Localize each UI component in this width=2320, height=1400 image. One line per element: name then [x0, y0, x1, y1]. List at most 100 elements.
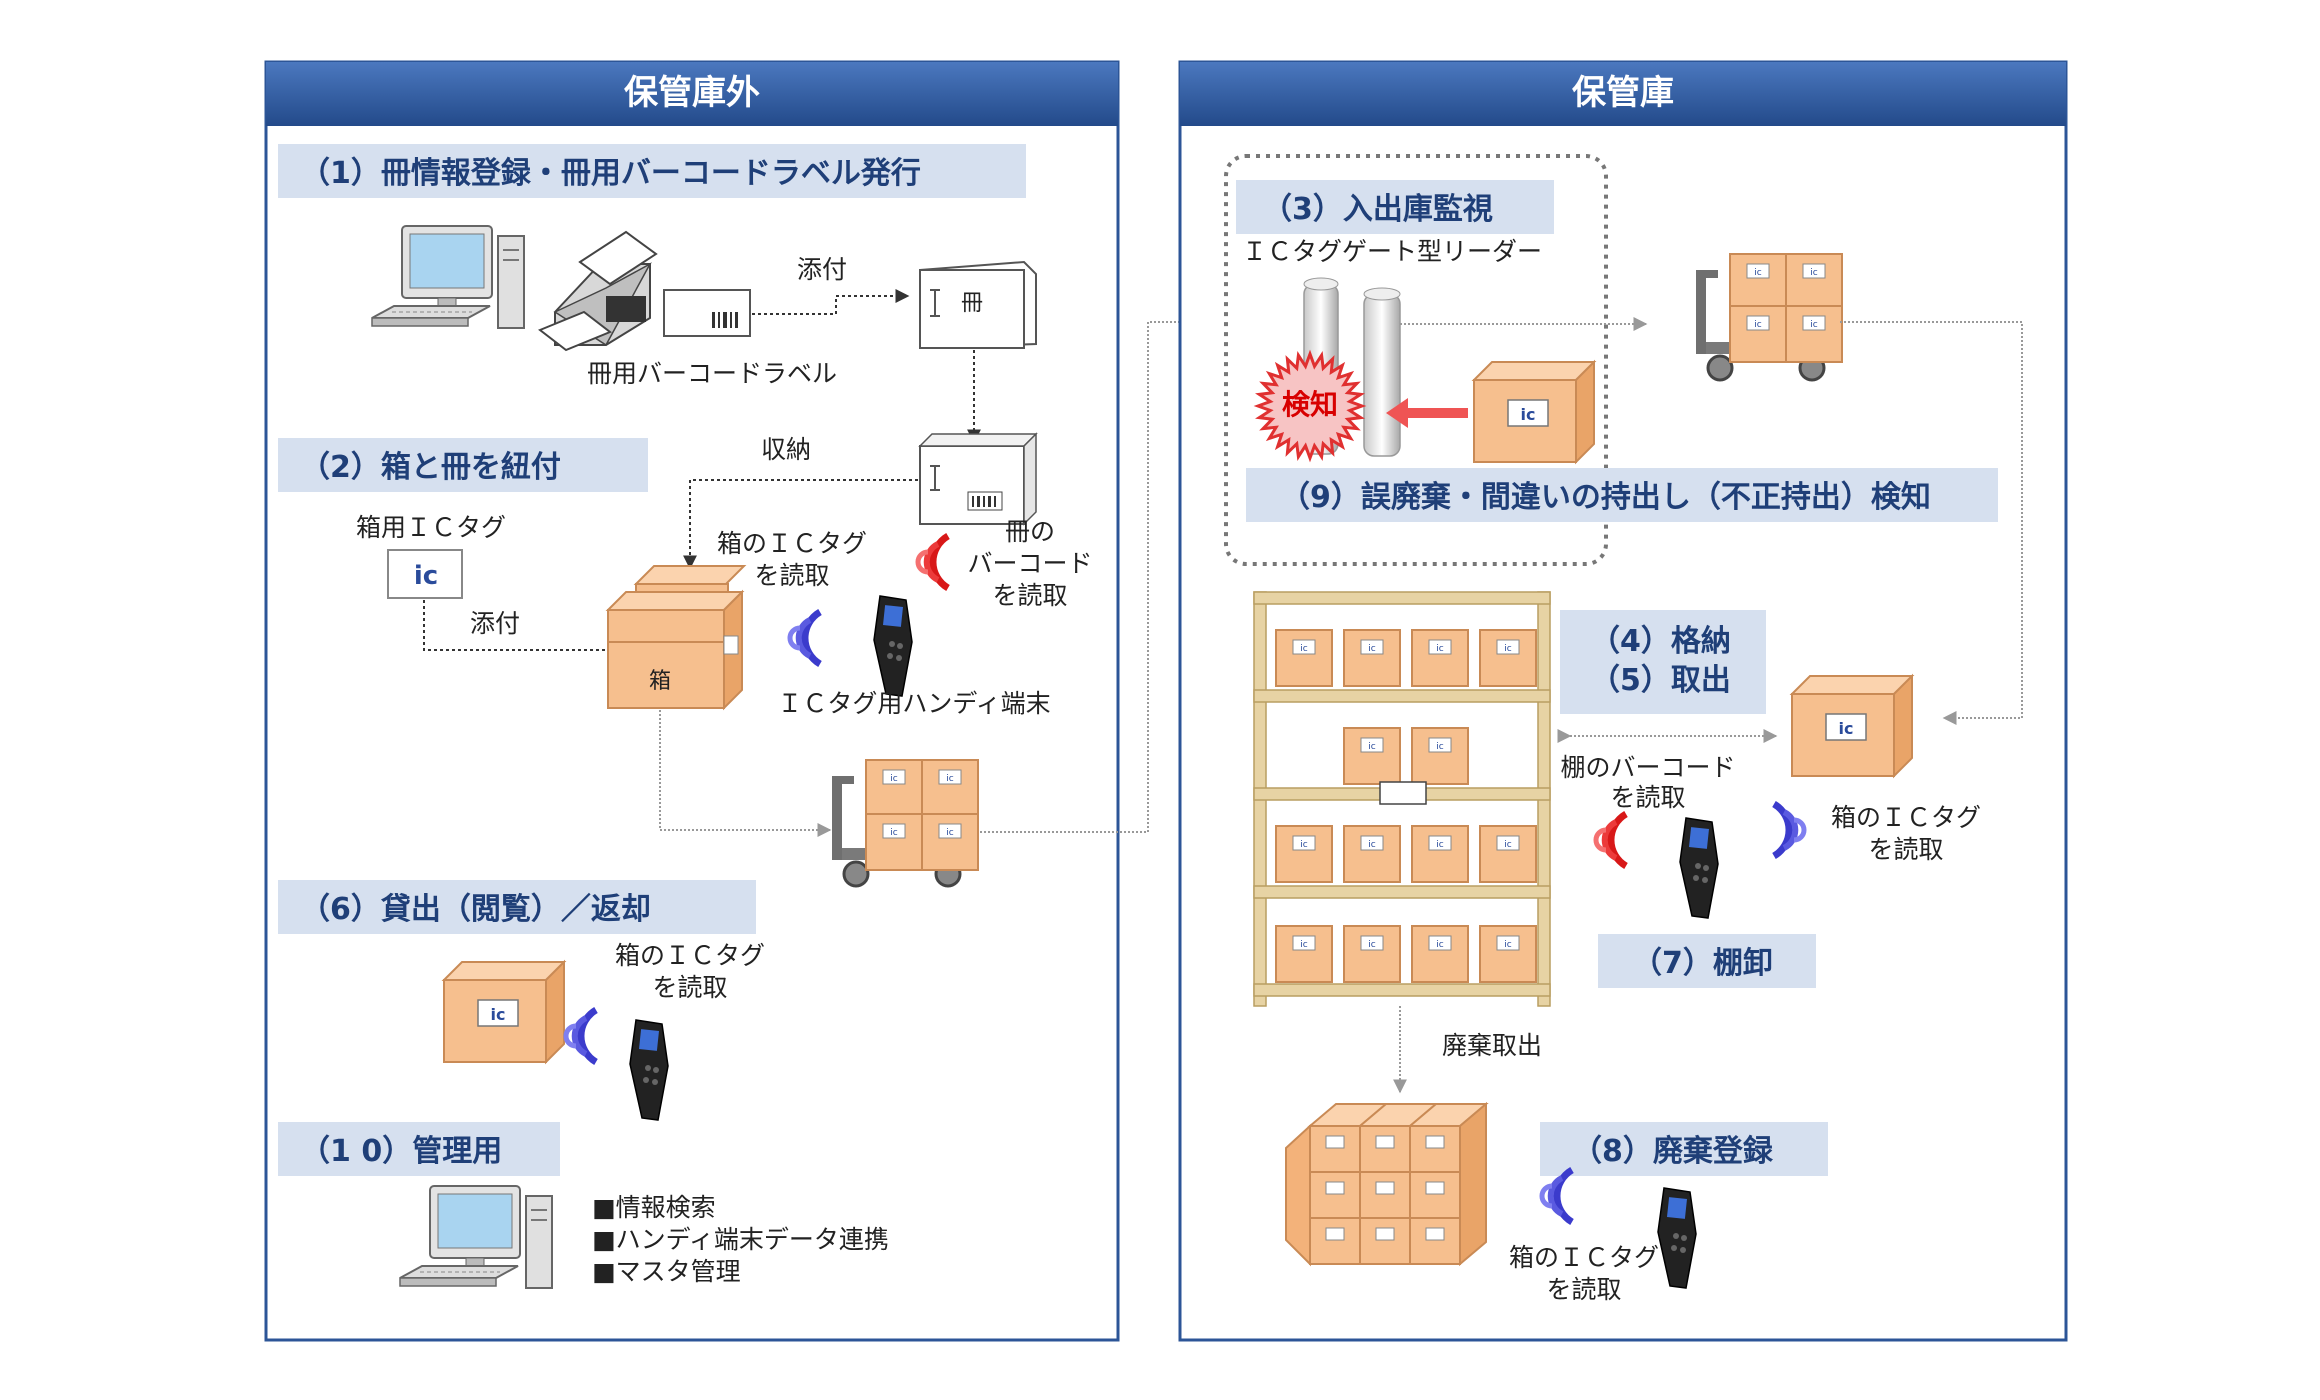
- read8-a: 箱のＩＣタグ: [1509, 1243, 1659, 1272]
- section-1-title: （1）冊情報登録・冊用バーコードラベル発行: [300, 156, 921, 191]
- bullet-2: ■ハンディ端末データ連携: [592, 1225, 889, 1254]
- pile-box-tag: [1325, 1181, 1345, 1195]
- box-icon-gate: [1473, 361, 1595, 463]
- panel-outside-title: 保管庫外: [624, 73, 760, 113]
- cart-to-box-arrow: [1840, 321, 2023, 725]
- book-bc-b: バーコード: [967, 549, 1092, 578]
- pile-left: [1285, 1123, 1311, 1267]
- section-3-title: （3）入出庫監視: [1262, 192, 1493, 227]
- section-2-title: （2）箱と冊を紐付: [300, 450, 561, 485]
- pile-box-tag: [1375, 1181, 1395, 1195]
- ic-tag-mark: ic: [414, 561, 438, 591]
- pile-box-tag: [1425, 1227, 1445, 1241]
- shelf-box: [1411, 925, 1469, 983]
- shelf-box: [1275, 925, 1333, 983]
- read-right-b: を読取: [1868, 835, 1943, 864]
- shelf-icon: [1253, 591, 1551, 1007]
- shelf-box: [1479, 629, 1537, 687]
- disposal-box-pile-icon: [1285, 1101, 1489, 1267]
- shelf-box: [1411, 629, 1469, 687]
- section-9-title: （9）誤廃棄・間違いの持出し（不正持出）検知: [1280, 480, 1931, 515]
- barcode-label-icon: [663, 289, 751, 337]
- shelf-box: [1343, 825, 1401, 883]
- shelf-barcode-icon: [1379, 781, 1427, 805]
- pile-box: [1409, 1217, 1461, 1265]
- storage-label: 収納: [761, 435, 811, 464]
- attach-top-label: 添付: [797, 255, 847, 284]
- pile-box-tag: [1425, 1135, 1445, 1149]
- pile-box-tag: [1425, 1181, 1445, 1195]
- read6-a: 箱のＩＣタグ: [615, 941, 765, 970]
- detect-arrow: [1386, 398, 1468, 428]
- panel-outside-header: [266, 62, 1118, 126]
- book-icon: 冊: [919, 260, 1037, 350]
- pile-box: [1359, 1217, 1411, 1265]
- shelf-box: [1411, 727, 1469, 785]
- gate-reader-label: ＩＣタグゲート型リーダー: [1242, 237, 1542, 266]
- shelf-box: [1275, 825, 1333, 883]
- detect-label: 検知: [1282, 388, 1338, 421]
- shelf-box: [1479, 925, 1537, 983]
- section-3-bg: [1236, 180, 1554, 234]
- book-barcode-icon: [918, 432, 1038, 526]
- section-10-title: （1 0）管理用: [300, 1134, 502, 1169]
- section-9-bg: [1246, 468, 1998, 522]
- section-7-bg: [1598, 934, 1816, 988]
- pile-box-tag: [1325, 1227, 1345, 1241]
- ic-tag-icon: ic: [387, 549, 463, 599]
- shelf-box: [1411, 825, 1469, 883]
- read-box-ic-b: を読取: [754, 561, 829, 590]
- section-5-title: （5）取出: [1590, 663, 1731, 698]
- read6-b: を読取: [652, 973, 727, 1002]
- shelf-bc-b: を読取: [1610, 783, 1685, 812]
- section-1-bg: [278, 144, 1026, 198]
- handy-label: ＩＣタグ用ハンディ端末: [777, 689, 1050, 718]
- pile-side: [1459, 1101, 1487, 1267]
- pile-box: [1359, 1125, 1411, 1173]
- shelf-box: [1343, 925, 1401, 983]
- pile-box: [1409, 1125, 1461, 1173]
- pile-box: [1359, 1171, 1411, 1219]
- box-icon-6: [443, 961, 565, 1063]
- read-box-ic-a: 箱のＩＣタグ: [717, 529, 867, 558]
- shelf-box: [1275, 629, 1333, 687]
- panel-inside-title: 保管庫: [1572, 73, 1674, 113]
- section-7-title: （7）棚卸: [1632, 946, 1773, 981]
- panel-inside-header: [1180, 62, 2066, 126]
- bullet-3: ■マスタ管理: [592, 1257, 741, 1286]
- section-2-bg: [278, 438, 648, 492]
- shelf-box: [1343, 727, 1401, 785]
- shelf-bc-a: 棚のバーコード: [1560, 753, 1735, 782]
- pile-box: [1309, 1217, 1361, 1265]
- pile-box: [1309, 1171, 1361, 1219]
- pile-box-tag: [1325, 1135, 1345, 1149]
- pile-box-tag: [1375, 1135, 1395, 1149]
- section-6-title: （6）貸出（閲覧）／返却: [300, 892, 651, 927]
- gate-zone: [1224, 154, 1608, 566]
- section-8-title: （8）廃棄登録: [1572, 1134, 1774, 1169]
- book-bc-a: 冊の: [1005, 517, 1055, 546]
- pile-box: [1409, 1171, 1461, 1219]
- storage-arrow: [683, 479, 918, 570]
- book-char: 冊: [961, 291, 983, 316]
- disposal-out-label: 廃棄取出: [1442, 1031, 1542, 1060]
- section-10-bg: [278, 1122, 560, 1176]
- detect-burst-icon: 検知: [1253, 349, 1367, 463]
- box-char: 箱: [649, 669, 671, 694]
- pile-box-tag: [1375, 1227, 1395, 1241]
- box-to-cart-arrow: [659, 710, 832, 837]
- book-bc-c: を読取: [992, 581, 1067, 610]
- shelf-box: [1479, 825, 1537, 883]
- section-4-title: （4）格納: [1590, 624, 1731, 659]
- barcode-label-caption: 冊用バーコードラベル: [587, 359, 837, 388]
- box-icon-right: [1791, 675, 1913, 777]
- read8-b: を読取: [1546, 1275, 1621, 1304]
- section-45-bg: [1560, 610, 1766, 714]
- box-with-books-icon: 箱: [605, 565, 747, 711]
- attach-left-label: 添付: [470, 609, 520, 638]
- bullet-1: ■情報検索: [592, 1193, 716, 1222]
- section-6-bg: [278, 880, 756, 934]
- read-right-a: 箱のＩＣタグ: [1831, 803, 1981, 832]
